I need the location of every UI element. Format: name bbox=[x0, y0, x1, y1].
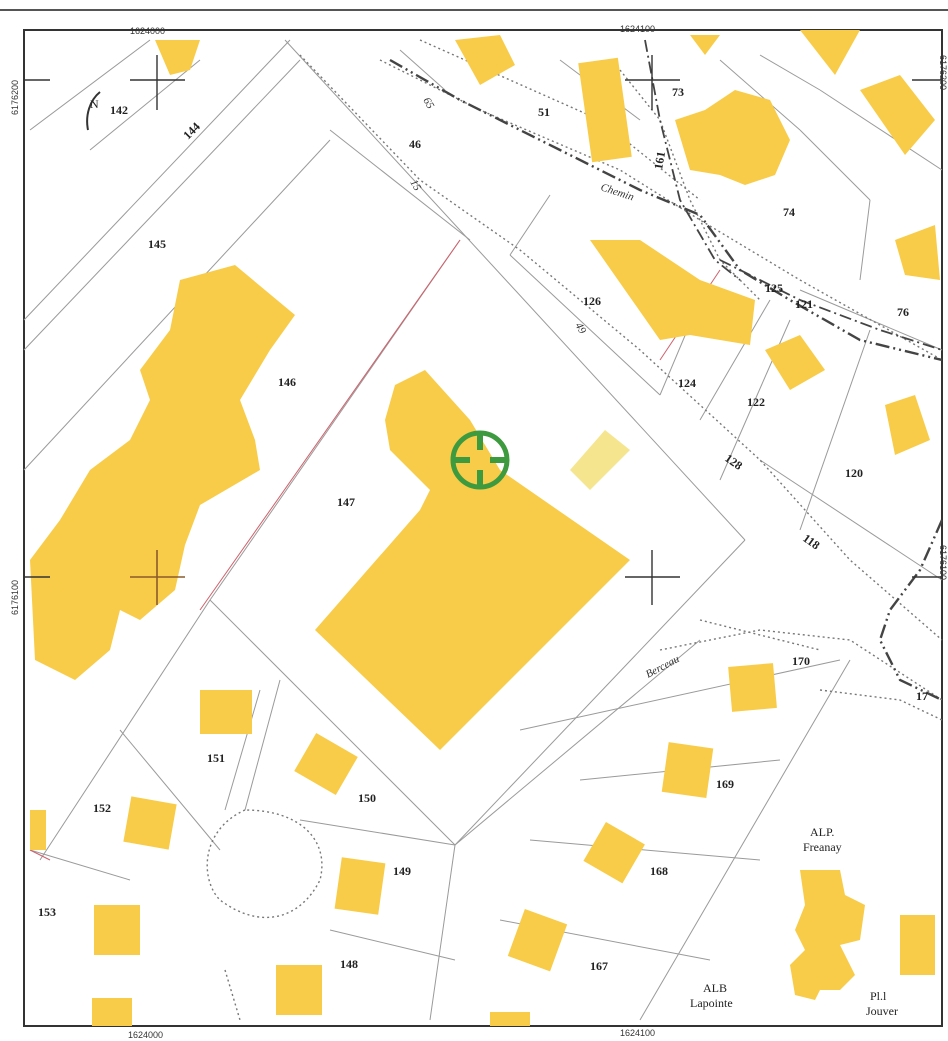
coord-left-upper: 6176200 bbox=[10, 80, 20, 115]
lot-125: 125 bbox=[765, 281, 783, 295]
lot-numbers: 142 144 145 146 147 148 149 150 151 152 … bbox=[38, 85, 928, 973]
lot-161: 161 bbox=[651, 150, 668, 170]
lot-149: 149 bbox=[393, 864, 411, 878]
parcel-lines bbox=[23, 39, 943, 1021]
coord-right-upper: 6176200 bbox=[938, 55, 948, 90]
owner-alb-line1: ALB bbox=[703, 981, 727, 995]
owner-alb-line2: Lapointe bbox=[690, 996, 733, 1010]
street-label-berceau: Berceau bbox=[644, 653, 682, 681]
lot-74: 74 bbox=[783, 205, 795, 219]
map-frame bbox=[23, 29, 943, 1027]
lot-121: 121 bbox=[795, 297, 813, 311]
street-label-49: 49 bbox=[572, 321, 588, 337]
lot-120: 120 bbox=[845, 466, 863, 480]
owner-pl-line2: Jouver bbox=[866, 1004, 898, 1018]
lot-144: 144 bbox=[180, 119, 203, 142]
lot-168: 168 bbox=[650, 864, 668, 878]
lot-153: 153 bbox=[38, 905, 56, 919]
lot-124: 124 bbox=[678, 376, 696, 390]
lot-46: 46 bbox=[409, 137, 421, 151]
commune-boundaries bbox=[389, 39, 944, 702]
lot-150: 150 bbox=[358, 791, 376, 805]
lot-146: 146 bbox=[278, 375, 296, 389]
street-label-15: 15 bbox=[407, 178, 423, 194]
coord-right-lower: 6176100 bbox=[938, 545, 948, 580]
lot-145: 145 bbox=[148, 237, 166, 251]
lot-122: 122 bbox=[747, 395, 765, 409]
lot-151: 151 bbox=[207, 751, 225, 765]
coord-top-right: 1624100 bbox=[620, 24, 655, 34]
coord-left-lower: 6176100 bbox=[10, 580, 20, 615]
lot-51: 51 bbox=[538, 105, 550, 119]
buildings bbox=[30, 30, 940, 1026]
north-arrow-label: N bbox=[90, 97, 99, 111]
north-arrow: N bbox=[86, 91, 101, 131]
owner-alp-line1: ALP. bbox=[810, 825, 834, 839]
lot-147: 147 bbox=[337, 495, 355, 509]
lot-170: 170 bbox=[792, 654, 810, 668]
coord-bottom-left: 1624000 bbox=[128, 1030, 163, 1040]
location-marker-icon[interactable] bbox=[450, 430, 510, 490]
coord-top-left: 1624000 bbox=[130, 26, 165, 36]
owner-alp-line2: Freanay bbox=[803, 840, 842, 854]
lot-152: 152 bbox=[93, 801, 111, 815]
lot-17: 17 bbox=[916, 689, 928, 703]
lot-148: 148 bbox=[340, 957, 358, 971]
lot-73: 73 bbox=[672, 85, 684, 99]
owner-pl-line1: Pl.l bbox=[870, 989, 887, 1003]
lot-142: 142 bbox=[110, 103, 128, 117]
street-label-65: 65 bbox=[420, 96, 436, 112]
lot-128: 128 bbox=[722, 451, 745, 473]
coord-bottom-right: 1624100 bbox=[620, 1028, 655, 1038]
grid-crosses bbox=[24, 55, 942, 605]
lot-118: 118 bbox=[800, 531, 822, 552]
lot-126: 126 bbox=[583, 294, 601, 308]
lot-169: 169 bbox=[716, 777, 734, 791]
lot-76: 76 bbox=[897, 305, 909, 319]
owner-labels: ALP. Freanay ALB Lapointe Pl.l Jouver bbox=[690, 825, 898, 1018]
lot-167: 167 bbox=[590, 959, 608, 973]
coordinate-labels: 1624000 1624100 1624000 1624100 6176200 … bbox=[10, 24, 948, 1040]
